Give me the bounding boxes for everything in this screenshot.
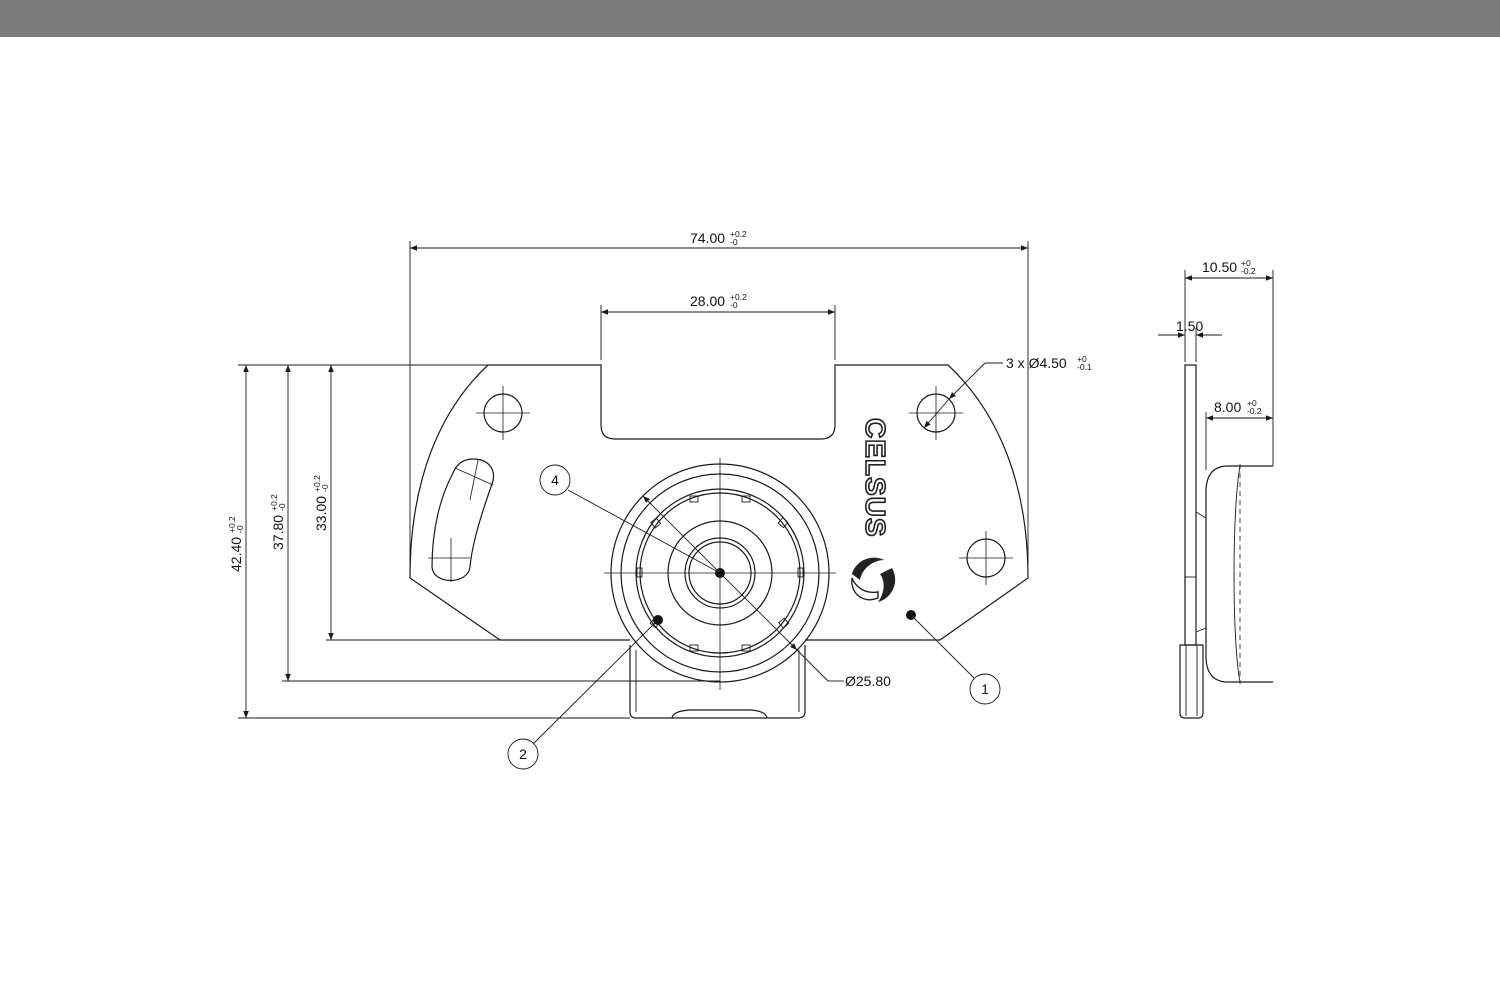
dimension-wheel-width: 8.00 +0 -0.2 <box>1205 398 1273 470</box>
mounting-hole-right-top <box>909 386 963 440</box>
dim-28-tol-upper: +0.2 <box>730 292 747 302</box>
dimension-plate-thickness: 1.50 <box>1158 318 1222 362</box>
dim-28-tol-lower: -0 <box>730 300 738 310</box>
dim-37-tol-upper: +0.2 <box>269 494 279 511</box>
dimension-width-total: 74.00 +0.2 -0 <box>409 229 1029 572</box>
dimension-height-plate: 33.00 +0.2 -0 <box>312 365 334 640</box>
dimension-height-total: 42.40 +0.2 -0 <box>227 365 249 718</box>
dim-holes-tol-upper: +0 <box>1077 354 1087 364</box>
dim-33-value: 33.00 <box>313 496 329 531</box>
dim-28-value: 28.00 <box>690 293 725 309</box>
balloon-4-label: 4 <box>551 472 559 488</box>
dim-8-value: 8.00 <box>1214 399 1241 415</box>
celsus-swirl-icon <box>851 557 896 602</box>
side-wheel <box>1205 465 1273 683</box>
dim-42-tol-lower: -0 <box>235 525 245 533</box>
dim-10-tol-lower: -0.2 <box>1241 266 1256 276</box>
logo-text: CELSUS <box>860 418 891 538</box>
dim-diameter-value: Ø25.80 <box>845 673 891 689</box>
dim-8-tol-upper: +0 <box>1247 398 1257 408</box>
front-view: CELSUS 74.00 +0.2 -0 28.00 +0.2 -0 <box>227 229 1092 770</box>
celsus-logo: CELSUS <box>851 417 896 602</box>
balloon-2-label: 2 <box>519 746 527 762</box>
dim-10-tol-upper: +0 <box>1241 258 1251 268</box>
dim-74-value: 74.00 <box>690 230 725 246</box>
top-bar <box>0 0 1500 37</box>
dim-37-tol-lower: -0 <box>277 503 287 511</box>
side-tab <box>1179 644 1204 719</box>
balloon-1: 1 <box>910 614 1001 705</box>
dim-holes-value: 3 x Ø4.50 <box>1006 355 1067 371</box>
dim-42-value: 42.40 <box>228 537 244 572</box>
side-plate <box>1184 364 1197 646</box>
side-view: 10.50 +0 -0.2 1.50 8.00 +0 -0.2 <box>1158 258 1274 719</box>
dim-10-value: 10.50 <box>1202 259 1237 275</box>
mounting-hole-right-bottom <box>959 531 1013 585</box>
dimension-holes: 3 x Ø4.50 +0 -0.1 <box>923 354 1092 429</box>
dim-33-tol-upper: +0.2 <box>312 475 322 492</box>
dim-74-tol-lower: -0 <box>730 237 738 247</box>
wheel-assembly <box>604 458 836 690</box>
dimension-height-mid: 37.80 +0.2 -0 <box>269 365 291 681</box>
dim-holes-tol-lower: -0.1 <box>1077 362 1092 372</box>
dim-74-tol-upper: +0.2 <box>730 229 747 239</box>
balloon-1-label: 1 <box>981 681 989 697</box>
dimension-thickness-total: 10.50 +0 -0.2 <box>1184 258 1274 466</box>
dimension-slot-width: 28.00 +0.2 -0 <box>600 292 836 360</box>
curved-slot <box>428 458 494 582</box>
dim-33-tol-lower: -0 <box>320 484 330 492</box>
dim-37-value: 37.80 <box>270 515 286 550</box>
lower-tab <box>629 645 806 719</box>
balloon-4: 4 <box>539 464 721 574</box>
dim-1-50-value: 1.50 <box>1176 318 1203 334</box>
dim-8-tol-lower: -0.2 <box>1247 406 1262 416</box>
mounting-hole-left <box>476 386 530 440</box>
dim-42-tol-upper: +0.2 <box>227 516 237 533</box>
balloon-2: 2 <box>507 619 659 770</box>
